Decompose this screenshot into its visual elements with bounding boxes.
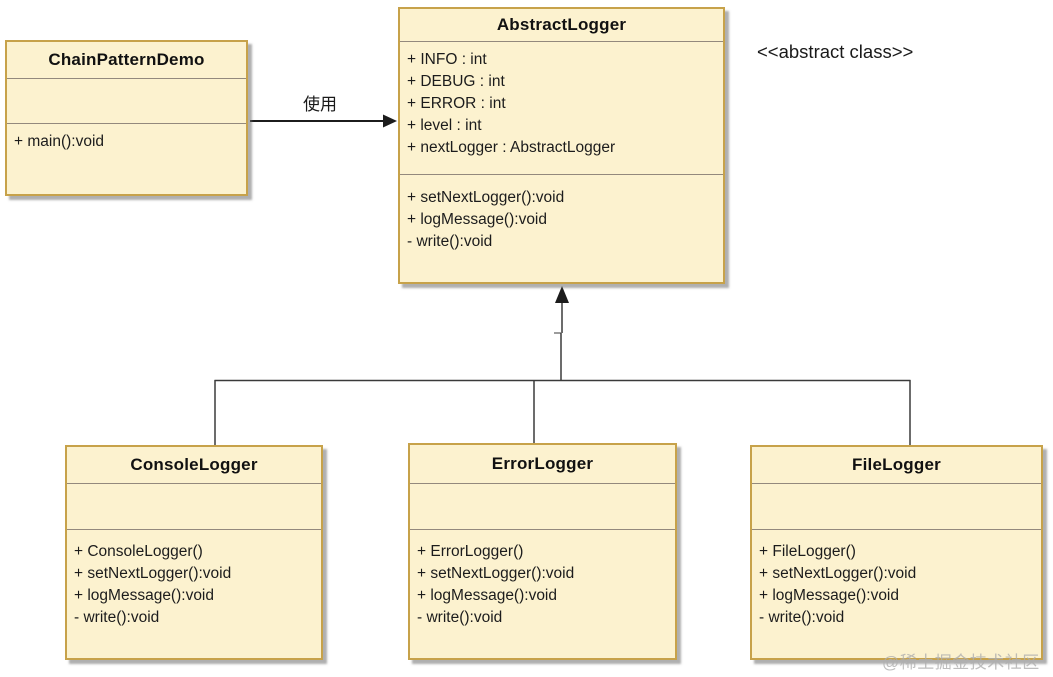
attribute-item: + ERROR : int bbox=[407, 95, 506, 112]
abstract-class-annotation: <<abstract class>> bbox=[757, 41, 914, 62]
class-box-filelogger: FileLogger + FileLogger() + setNextLogge… bbox=[750, 445, 1043, 660]
method-item: + logMessage():void bbox=[74, 587, 214, 604]
method-item: + ErrorLogger() bbox=[417, 543, 524, 560]
class-title: AbstractLogger bbox=[496, 15, 627, 34]
attribute-item: + INFO : int bbox=[407, 51, 487, 68]
class-title: ChainPatternDemo bbox=[48, 50, 205, 69]
attribute-item: + level : int bbox=[407, 117, 482, 134]
class-attributes bbox=[410, 483, 675, 529]
method-item: - write():void bbox=[74, 609, 160, 626]
dependency-label-use: 使用 bbox=[303, 95, 337, 114]
class-title: ConsoleLogger bbox=[130, 455, 258, 474]
method-item: + setNextLogger():void bbox=[759, 565, 917, 582]
method-item: - write():void bbox=[759, 609, 845, 626]
attribute-item: + DEBUG : int bbox=[407, 73, 505, 90]
class-attributes bbox=[7, 78, 246, 123]
class-title: ErrorLogger bbox=[491, 454, 594, 473]
class-title: FileLogger bbox=[852, 455, 941, 474]
method-item: + FileLogger() bbox=[759, 543, 856, 560]
method-item: + setNextLogger():void bbox=[407, 189, 565, 206]
method-item: + logMessage():void bbox=[759, 587, 899, 604]
inheritance-connector bbox=[214, 298, 911, 447]
class-attributes: + INFO : int + DEBUG : int + ERROR : int… bbox=[400, 41, 723, 174]
class-methods: + FileLogger() + setNextLogger():void + … bbox=[752, 529, 1041, 658]
method-item: - write():void bbox=[407, 233, 493, 250]
method-item: + ConsoleLogger() bbox=[74, 543, 203, 560]
arrowhead-right-icon bbox=[383, 114, 397, 128]
method-item: + setNextLogger():void bbox=[417, 565, 575, 582]
method-item: + logMessage():void bbox=[417, 587, 557, 604]
class-methods: + setNextLogger():void + logMessage():vo… bbox=[400, 174, 723, 282]
class-methods: + main():void bbox=[7, 123, 246, 194]
method-item: - write():void bbox=[417, 609, 503, 626]
watermark: @稀土掘金技术社区 bbox=[882, 653, 1040, 672]
class-attributes bbox=[752, 483, 1041, 529]
class-attributes bbox=[67, 483, 321, 529]
class-methods: + ErrorLogger() + setNextLogger():void +… bbox=[410, 529, 675, 658]
attribute-item: + nextLogger : AbstractLogger bbox=[407, 139, 616, 156]
class-box-consolelogger: ConsoleLogger + ConsoleLogger() + setNex… bbox=[65, 445, 323, 660]
class-box-chainpatterndemo: ChainPatternDemo + main():void bbox=[5, 40, 248, 196]
class-box-errorlogger: ErrorLogger + ErrorLogger() + setNextLog… bbox=[408, 443, 677, 660]
class-box-abstractlogger: AbstractLogger + INFO : int + DEBUG : in… bbox=[398, 7, 725, 284]
dependency-arrow-use bbox=[250, 114, 397, 128]
class-methods: + ConsoleLogger() + setNextLogger():void… bbox=[67, 529, 321, 658]
arrowhead-up-icon bbox=[555, 286, 569, 303]
method-item: + main():void bbox=[14, 133, 105, 150]
method-item: + logMessage():void bbox=[407, 211, 547, 228]
method-item: + setNextLogger():void bbox=[74, 565, 232, 582]
